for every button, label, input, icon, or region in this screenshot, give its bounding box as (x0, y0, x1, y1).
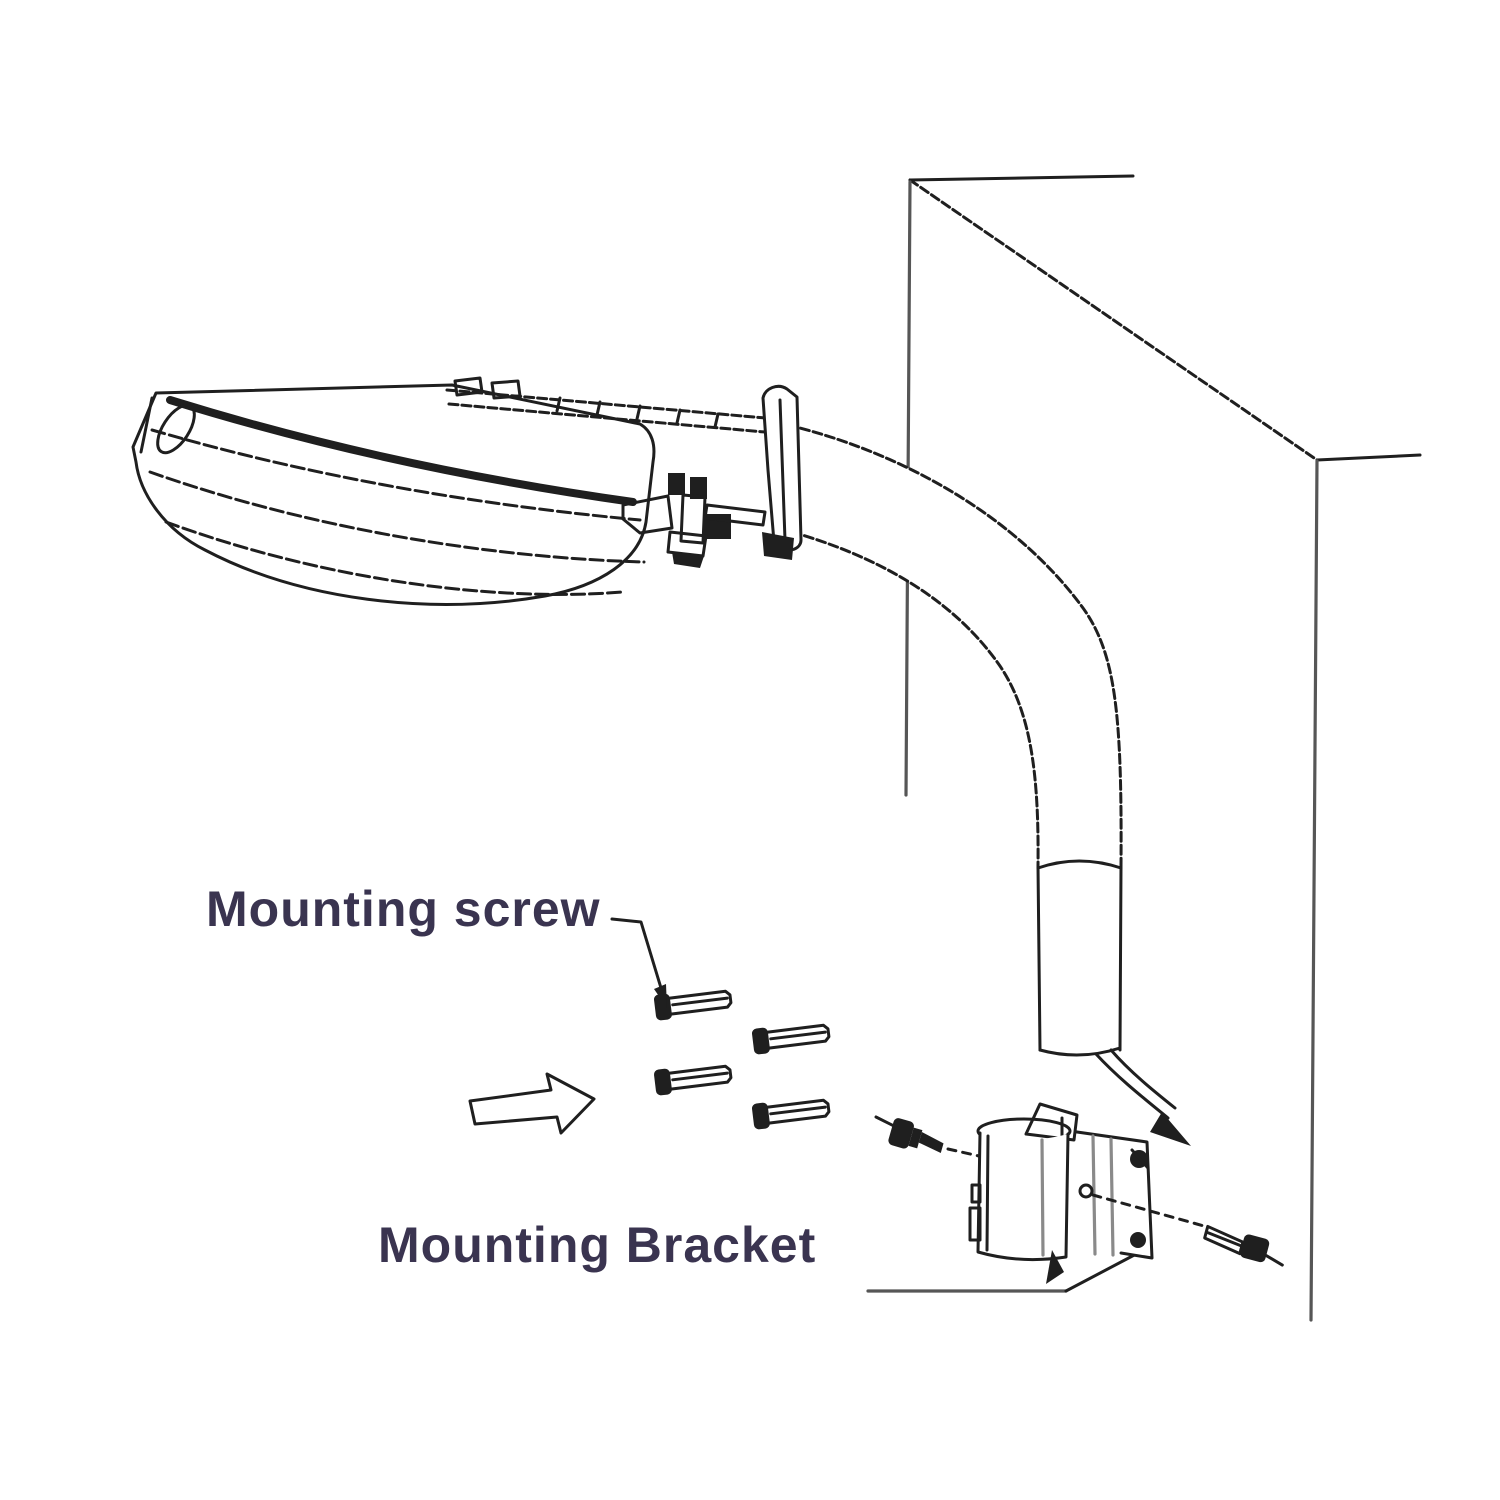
photocell-sensor-icon (156, 403, 196, 455)
pipe-joint-line (1036, 859, 1123, 870)
clamp-left-wing (621, 494, 674, 535)
arm-outer-edge (786, 423, 1123, 868)
bracket-pointer-arrowhead-icon (1046, 1250, 1064, 1284)
gooseneck-arm (786, 423, 1123, 868)
wall (866, 174, 1422, 1322)
screw-label-leader (610, 917, 667, 1008)
mounting-screw-label: Mounting screw (206, 881, 601, 937)
bracket-screw-right (1203, 1224, 1284, 1267)
bracket-screw-right-head (1240, 1234, 1270, 1263)
bracket-screw-left-guide-line (946, 1147, 981, 1158)
clamp-stem (679, 493, 707, 545)
pipe-body (1038, 866, 1121, 1050)
pipe-right-edge (1118, 864, 1123, 1052)
bracket-screw-left-collar (908, 1127, 923, 1149)
arm-inner-edge (790, 530, 1040, 868)
screw-leader-arrowhead-icon (654, 984, 667, 1008)
wall-base-diagonal (1064, 1250, 1142, 1293)
bracket-screw-left-head (888, 1118, 914, 1149)
wall-right-edge (1309, 459, 1319, 1322)
fixture-outline (131, 383, 656, 606)
fixture-shell-contour-2 (164, 520, 624, 596)
bracket-wall-plate-outline (1068, 1129, 1154, 1260)
mounting-screw-3 (653, 1064, 733, 1096)
arm-end-flange (761, 384, 803, 560)
wall-top-edge (908, 174, 1135, 182)
bracket-screw-guide-line (1091, 1193, 1206, 1228)
wall-right-top-edge (1315, 453, 1422, 462)
mounting-bracket-label: Mounting Bracket (378, 1217, 817, 1273)
clamp-bar (703, 503, 767, 527)
arm-pipe-section (1036, 859, 1123, 1057)
bracket-left-tab-2 (968, 1206, 982, 1242)
bracket-left-tab-1 (970, 1183, 982, 1204)
bracket-screw-hole (1078, 1183, 1094, 1199)
mounting-screw-4 (751, 1098, 831, 1130)
drop-cable (1094, 1048, 1191, 1146)
mounting-screw-2 (751, 1023, 831, 1055)
clamp-nut-left (668, 473, 685, 495)
fixture-shell-contour-1 (148, 470, 646, 564)
bracket-plate-bolt-bottom (1130, 1232, 1146, 1248)
fixture-body (133, 385, 654, 605)
bar-bottom-line (447, 402, 789, 436)
mounting-screws (653, 989, 831, 1130)
clamp-nut-right (690, 477, 707, 499)
bar-hatch-ticks (555, 396, 720, 429)
cable-outer-line (1094, 1052, 1170, 1120)
mounting-screw-1 (653, 989, 733, 1021)
tilt-clamp-assembly (621, 473, 767, 568)
bar-top-line (445, 388, 790, 422)
bracket-screw-right-shaft-line (1206, 1231, 1242, 1247)
bracket-clamp-mid-line (1040, 1138, 1045, 1257)
fixture-visor-band (166, 396, 637, 506)
bar-left-tab-1 (453, 376, 484, 397)
bracket-plate-bolt-top-slot (1130, 1148, 1150, 1170)
mounting-bracket (874, 1102, 1284, 1284)
bracket-clamp-face (978, 1133, 1068, 1260)
bracket-screw-left (874, 1115, 981, 1158)
bracket-clamp-outline (976, 1131, 1070, 1262)
clamp-foot-base (672, 552, 704, 568)
wall-diagonal-edge (908, 178, 1319, 462)
fixture-endcap-line (139, 396, 154, 454)
screw-leader-line (610, 917, 663, 990)
bar-left-tab-2 (490, 379, 522, 400)
arm-body (788, 425, 1122, 866)
insert-direction-arrow-icon (468, 1072, 596, 1135)
cable-inner-line (1109, 1048, 1177, 1110)
bracket-clamp-left-inner (985, 1134, 990, 1252)
cable-arrowhead-icon (1150, 1112, 1191, 1146)
pipe-left-edge (1036, 864, 1042, 1052)
bracket-screw-right-shaft (1203, 1224, 1245, 1256)
light-fixture-head (131, 383, 656, 606)
fixture-mounting-bar (445, 376, 790, 436)
flange-foot (762, 532, 794, 560)
bracket-screw-right-axis-line (1264, 1254, 1284, 1267)
fixture-visor-lower-line (150, 428, 642, 522)
bracket-screw-left-shaft (918, 1131, 944, 1154)
flange-inner-line (778, 398, 787, 542)
